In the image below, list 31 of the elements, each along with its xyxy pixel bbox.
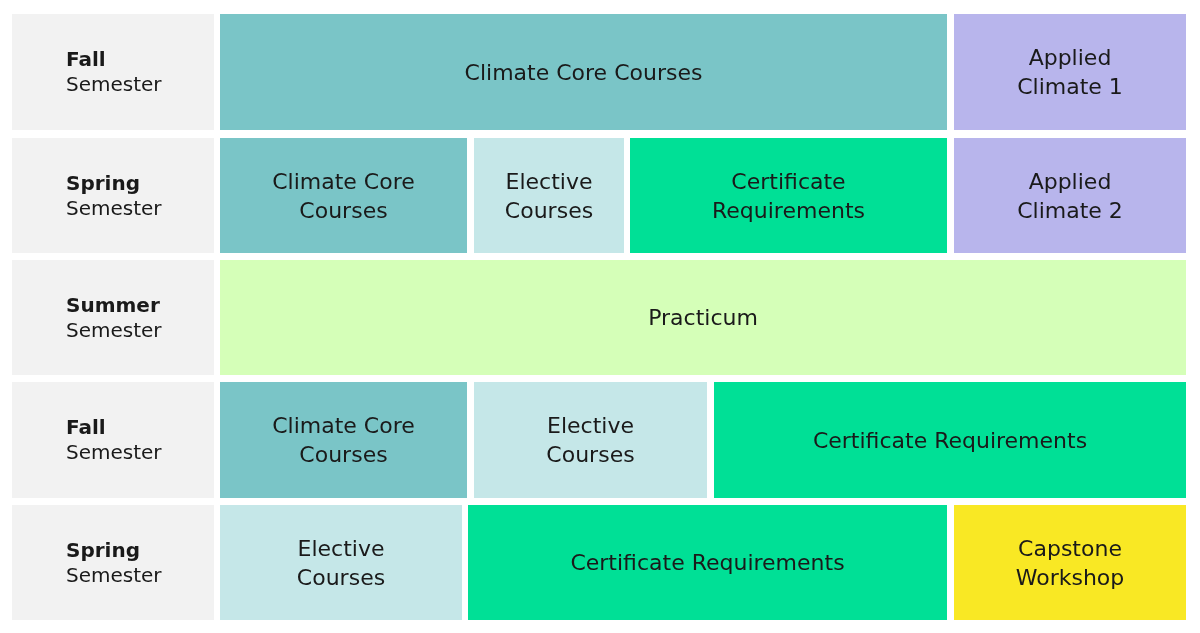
course-block [474,138,624,253]
course-block [220,138,467,253]
semester-label: Fall Semester [66,47,162,97]
course-block [714,382,1186,498]
course-block [220,505,462,620]
course-block [954,14,1186,130]
course-block [220,260,1186,375]
course-block [220,382,467,498]
course-label: Climate Core Courses [271,412,416,469]
course-label: Applied Climate 2 [1016,167,1124,225]
course-label: Applied Climate 1 [1016,44,1124,101]
course-block [954,138,1186,253]
semester-label: Spring Semester [66,170,162,221]
semester-label: Fall Semester [66,415,162,465]
semester-label: Summer Semester [66,292,162,343]
course-label: Climate Core Courses [271,167,416,225]
course-label: Capstone Workshop [1014,534,1126,592]
course-label: Certificate Requirements [811,426,1089,455]
semester-label: Spring Semester [66,537,162,588]
course-block [220,14,947,130]
course-label: Climate Core Courses [463,58,704,87]
course-block [954,505,1186,620]
course-label: Certificate Requirements [569,549,846,577]
course-label: Elective Courses [545,412,636,469]
course-label: Elective Courses [503,167,595,225]
course-label: Elective Courses [295,534,387,592]
course-label: Practicum [647,304,759,332]
course-block [474,382,707,498]
course-label: Certificate Requirements [711,167,866,225]
course-block [468,505,947,620]
course-block [630,138,947,253]
